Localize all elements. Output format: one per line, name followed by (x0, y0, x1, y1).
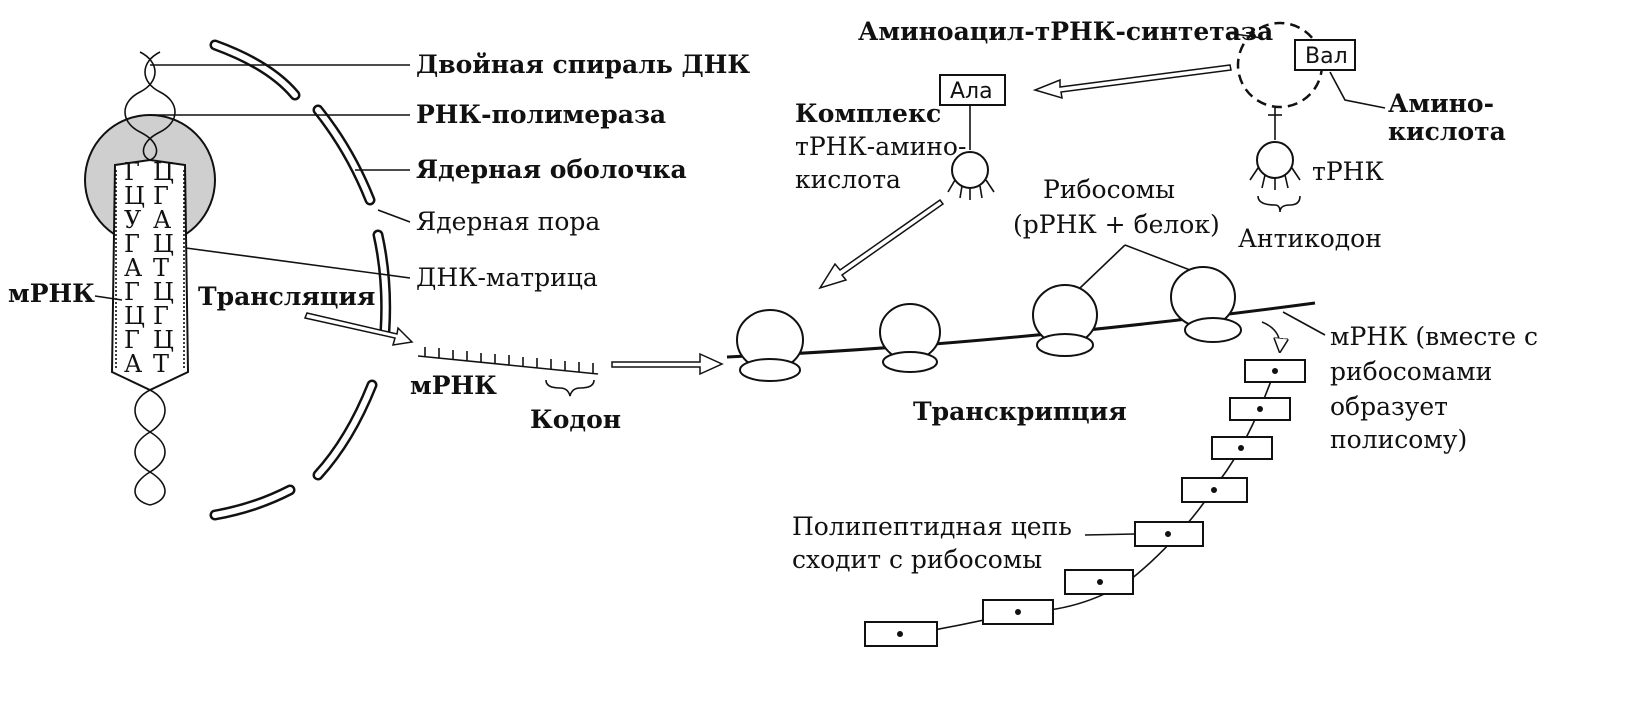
nucleotides-left: Г Ц У Г А Г Ц Г А (124, 158, 145, 378)
nucleotide: Г (153, 302, 169, 330)
nucleotide: Г (124, 158, 140, 186)
nuclear-envelope (87, 35, 392, 521)
envelope-segments (209, 39, 392, 521)
label-nuclear-envelope: Ядерная оболочка (416, 155, 687, 184)
amino-acid-ala-box (939, 74, 1006, 106)
ribosome (1170, 266, 1242, 343)
label-codon: Кодон (530, 405, 621, 434)
ribosome (736, 309, 804, 382)
nucleus-leader-lines (94, 64, 411, 301)
nucleotide: Ц (153, 158, 174, 186)
mrna-strand (417, 347, 599, 397)
label-ribosomes-2: (рРНК + белок) (1013, 210, 1220, 239)
label-nuclear-pore: Ядерная пора (416, 207, 600, 236)
amino-acid-val-box (1294, 39, 1356, 71)
amino-acid-ala-label: Ала (950, 79, 993, 104)
label-polysome-3: образует (1330, 392, 1448, 421)
arrow-to-ala (1032, 64, 1232, 100)
nucleotide: Ц (124, 302, 145, 330)
nucleotide: Г (124, 326, 140, 354)
nucleotide: Т (153, 350, 169, 378)
trna-right (1249, 107, 1301, 213)
arrow-complex-to-ribosome (818, 198, 945, 290)
nucleotide: А (124, 350, 142, 378)
label-dna-template: ДНК-матрица (416, 263, 598, 292)
nucleotide: Ц (124, 182, 145, 210)
label-complex-1: Комплекс (795, 99, 941, 128)
nucleotide: А (153, 206, 171, 234)
label-polypeptide-2: сходит с рибосомы (792, 545, 1042, 574)
label-complex-2: тРНК-амино- (795, 132, 966, 161)
nucleotide: Г (124, 278, 140, 306)
label-mrna-mid: мРНК (410, 371, 497, 400)
label-polysome-2: рибосомами (1330, 357, 1492, 386)
label-transcription: Транскрипция (913, 397, 1127, 426)
label-amino-2: кислота (1388, 117, 1506, 146)
label-polysome-4: полисому) (1330, 425, 1467, 454)
nucleotide: Т (153, 254, 169, 282)
ribosome (879, 303, 941, 373)
nucleotide: Г (153, 182, 169, 210)
arrow-to-ribosomes (611, 352, 724, 376)
nucleotides-right: Ц Г А Ц Т Ц Г Ц Т (153, 158, 174, 378)
trna-complex (947, 105, 995, 200)
label-complex-3: кислота (795, 165, 901, 194)
label-synthetase: Аминоацил-тРНК-синтетаза (858, 17, 1273, 46)
amino-acid-val-label: Вал (1305, 44, 1348, 69)
polypeptide-chain (864, 359, 1306, 647)
nucleotide: Г (124, 230, 140, 258)
nucleotide: Ц (153, 326, 174, 354)
arrow-to-mrna (303, 312, 414, 346)
nucleotide: У (124, 206, 142, 234)
label-translation: Трансляция (198, 282, 375, 311)
dna-helix-top (124, 51, 176, 161)
label-polysome-1: мРНК (вместе с (1330, 322, 1538, 351)
nucleotide: Ц (153, 278, 174, 306)
nucleotide: А (124, 254, 142, 282)
ribosome-leader-lines (1079, 244, 1191, 289)
ribosome (1032, 284, 1098, 357)
label-amino-1: Амино- (1388, 89, 1494, 118)
label-rna-polymerase: РНК-полимераза (416, 100, 666, 129)
label-anticodon: Антикодон (1238, 224, 1382, 253)
exit-arrow (1261, 321, 1280, 350)
label-mrna-left: мРНК (8, 279, 95, 308)
label-polypeptide-1: Полипептидная цепь (792, 512, 1072, 541)
dna-helix-bottom (134, 389, 166, 506)
label-dna-helix: Двойная спираль ДНК (416, 50, 750, 79)
nucleotide: Ц (153, 230, 174, 258)
label-ribosomes-1: Рибосомы (1043, 175, 1175, 204)
label-trna: тРНК (1312, 157, 1384, 186)
